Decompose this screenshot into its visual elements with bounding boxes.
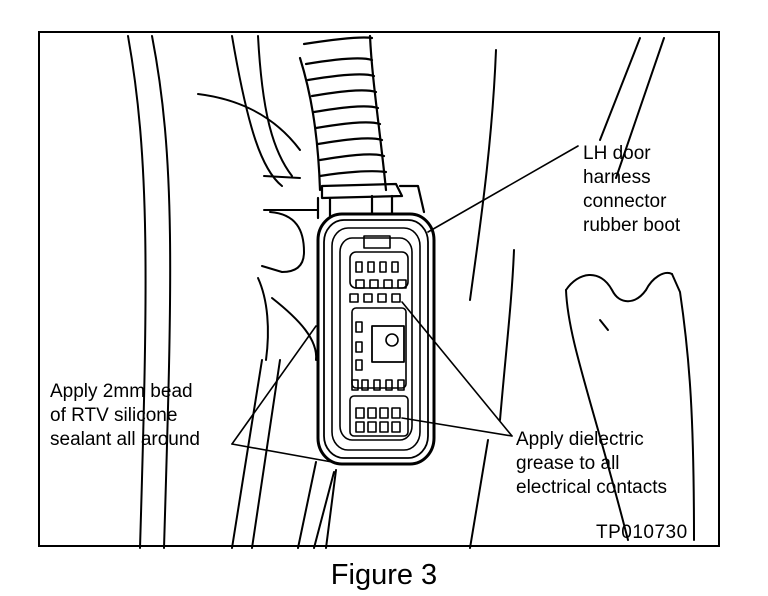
- connector-terminals: [349, 261, 407, 433]
- harness-conduit: [298, 34, 426, 220]
- callout-boot-line: connector: [583, 191, 667, 212]
- leader-grease-bottom: [401, 417, 513, 437]
- leader-rtv-top: [231, 325, 317, 445]
- callout-grease-label: Apply dielectric grease to all electrica…: [516, 428, 667, 500]
- callout-rtv-line: Apply 2mm bead: [50, 381, 193, 402]
- figure-id-code: TP010730: [596, 522, 688, 543]
- leader-boot: [427, 145, 579, 233]
- figure-caption: Figure 3: [330, 559, 438, 591]
- callout-grease-line: grease to all: [516, 453, 620, 474]
- leader-rtv-bottom: [231, 443, 333, 463]
- callout-boot-line: harness: [583, 167, 651, 188]
- callout-boot-line: rubber boot: [583, 215, 681, 236]
- leader-grease-top: [401, 301, 513, 437]
- connector-boot: [316, 212, 436, 466]
- callout-boot-line: LH door: [583, 143, 651, 164]
- callout-boot-label: LH door harness connector rubber boot: [583, 142, 680, 238]
- callout-rtv-line: of RTV silicone: [50, 405, 178, 426]
- callout-grease-line: electrical contacts: [516, 477, 668, 498]
- callout-grease-line: Apply dielectric: [516, 429, 644, 450]
- leader-lines: [231, 145, 579, 463]
- callout-rtv-label: Apply 2mm bead of RTV silicone sealant a…: [50, 380, 200, 452]
- door-panel-lines: [127, 35, 695, 549]
- callout-rtv-line: sealant all around: [50, 429, 200, 450]
